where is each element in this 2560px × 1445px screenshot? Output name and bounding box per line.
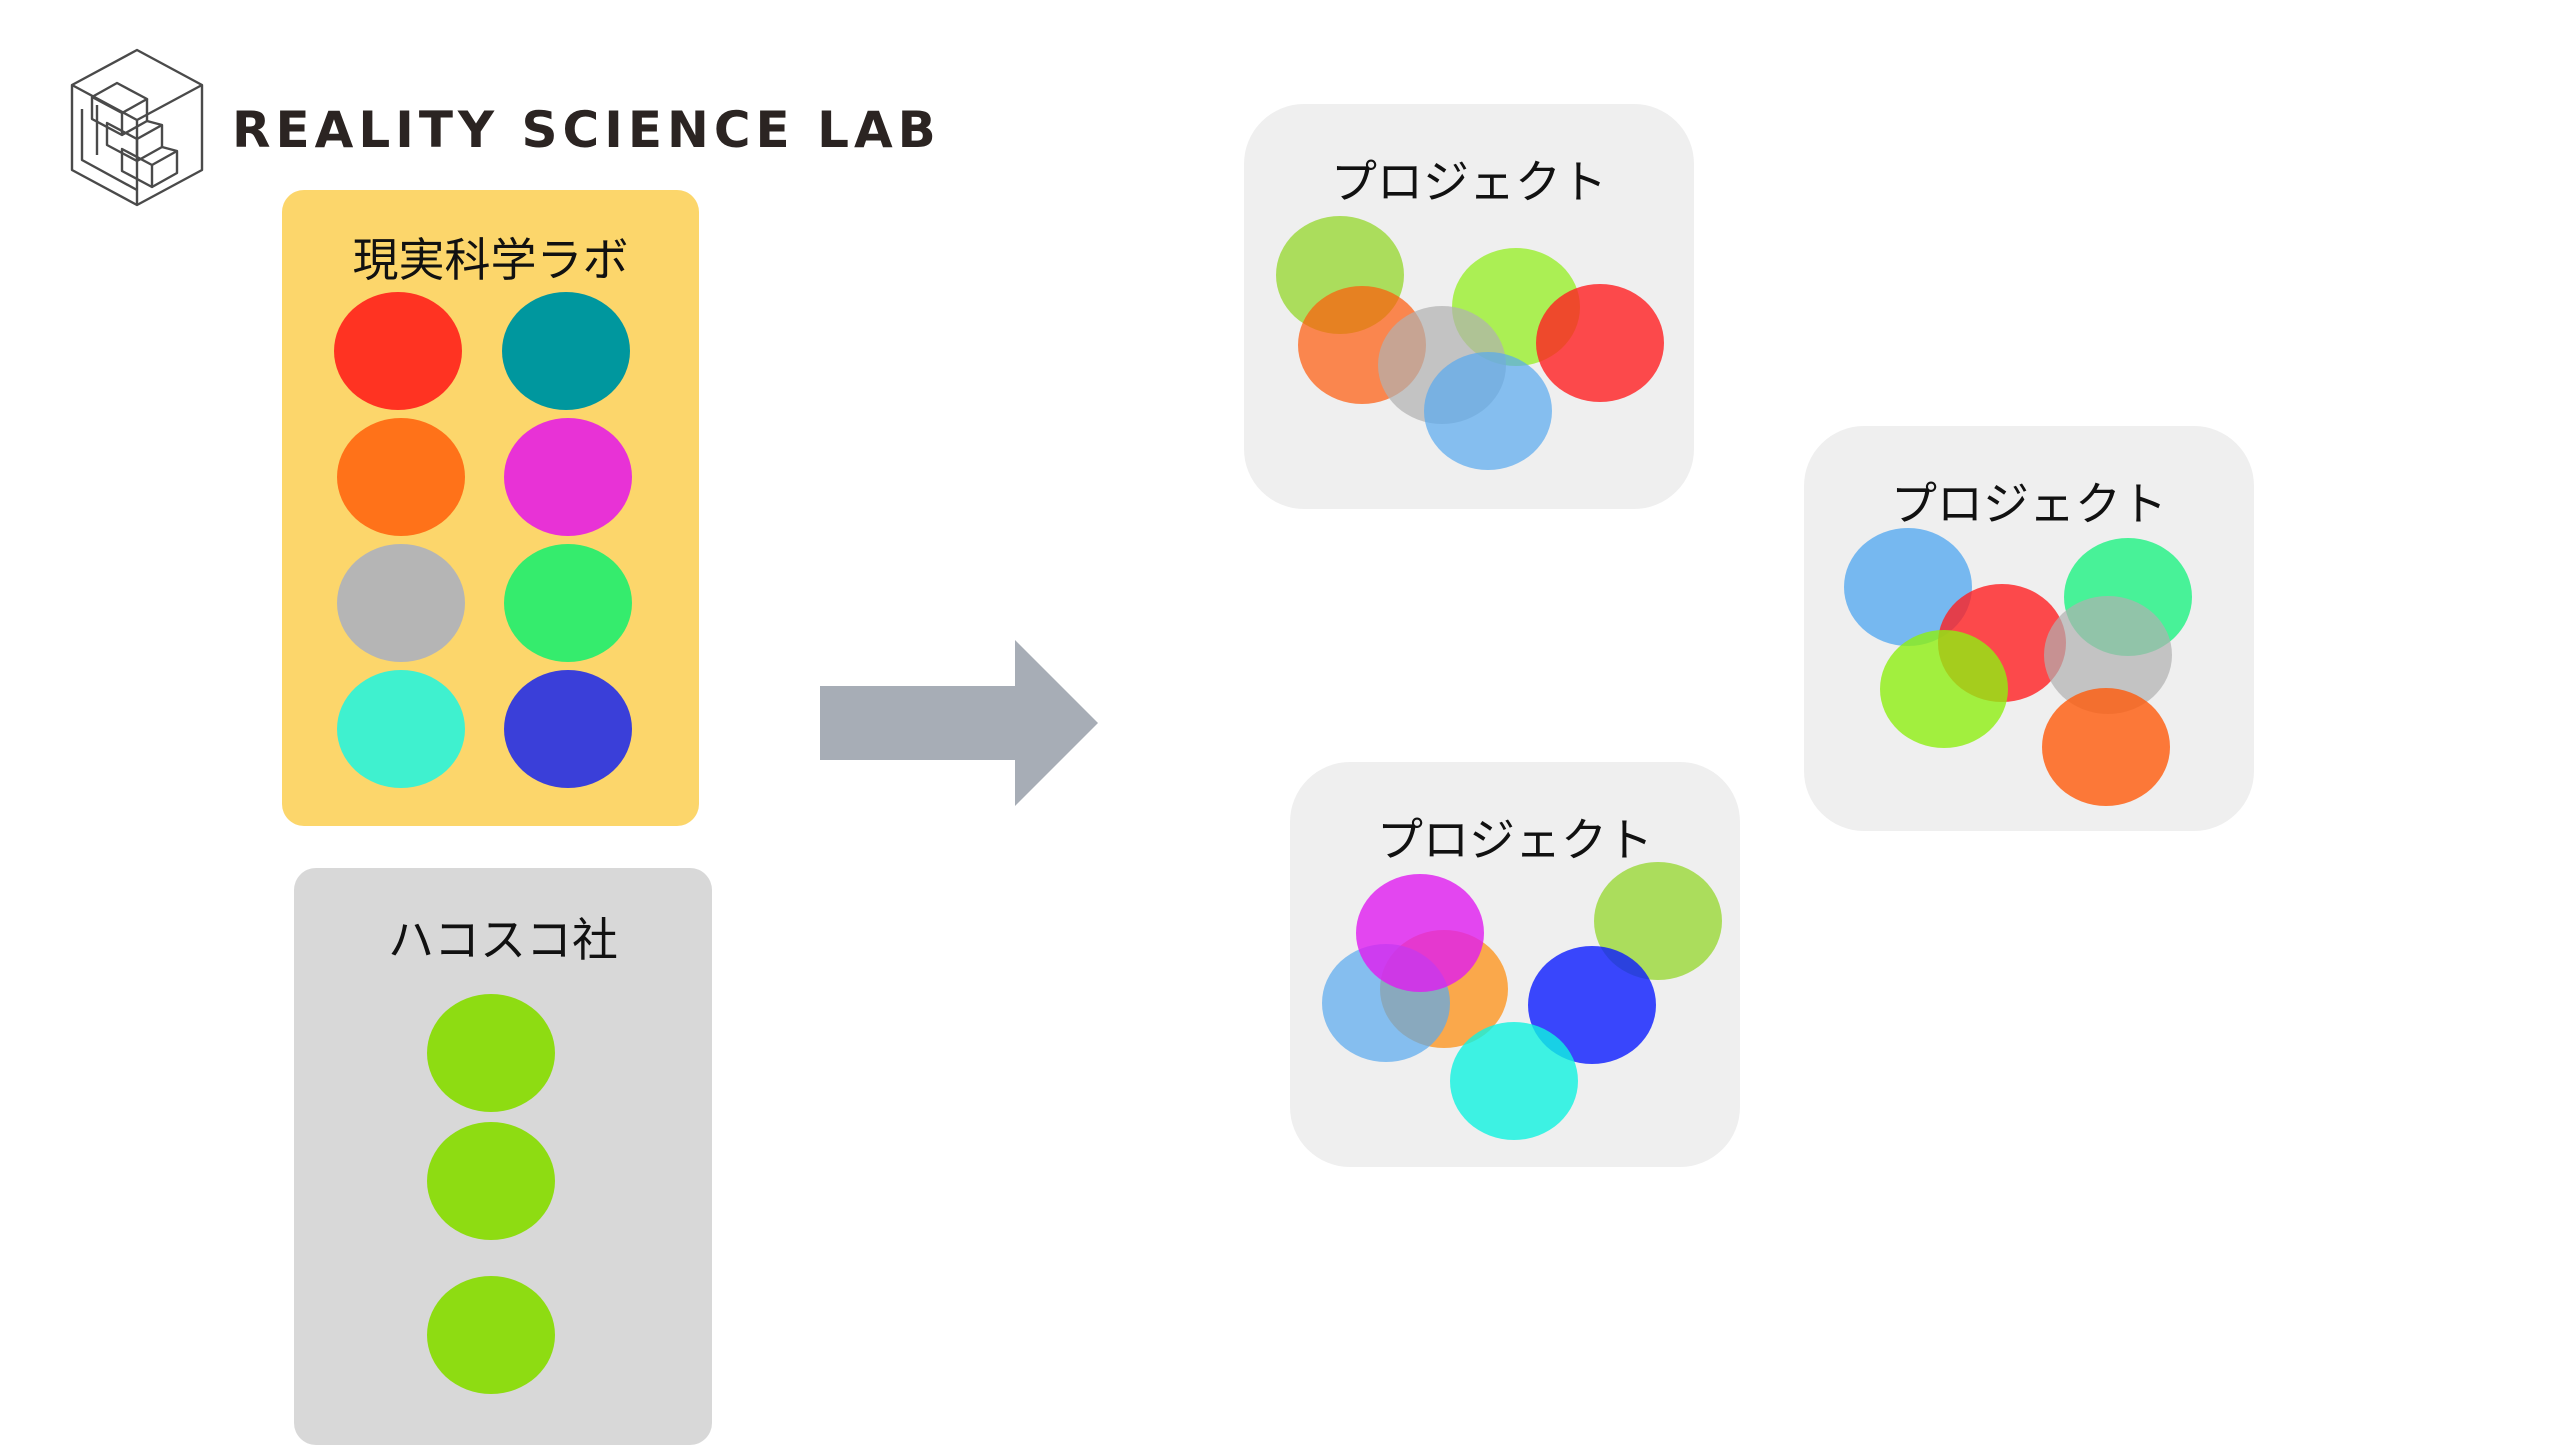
logo: REALITY SCIENCE LAB <box>62 40 941 220</box>
member-dot <box>427 994 555 1112</box>
member-bubble <box>1880 630 2008 748</box>
member-dot <box>337 670 465 788</box>
member-bubble <box>1356 874 1484 992</box>
project-title: プロジェクト <box>1331 155 1607 209</box>
member-dot <box>502 292 630 410</box>
member-bubble <box>1450 1022 1578 1140</box>
project-title: プロジェクト <box>1377 813 1653 867</box>
project-card: プロジェクト <box>1804 426 2254 831</box>
project-card: プロジェクト <box>1244 104 1694 509</box>
logo-text: REALITY SCIENCE LAB <box>232 101 941 159</box>
member-dot <box>334 292 462 410</box>
member-bubble <box>1424 352 1552 470</box>
project-title: プロジェクト <box>1891 477 2167 531</box>
member-dot <box>337 418 465 536</box>
group-lab-box: 現実科学ラボ <box>282 190 699 826</box>
stairs-cube-icon <box>70 48 204 207</box>
group-hacosco-box: ハコスコ社 <box>294 868 712 1445</box>
member-dot <box>504 670 632 788</box>
group-hacosco-title: ハコスコ社 <box>388 913 618 967</box>
member-bubble <box>2042 688 2170 806</box>
member-dot <box>427 1276 555 1394</box>
member-dot <box>504 544 632 662</box>
member-dot <box>427 1122 555 1240</box>
project-card: プロジェクト <box>1290 762 1740 1167</box>
member-bubble <box>1536 284 1664 402</box>
member-dot <box>504 418 632 536</box>
group-lab-title: 現実科学ラボ <box>352 233 629 287</box>
member-dot <box>337 544 465 662</box>
right-arrow-icon <box>820 640 1098 806</box>
